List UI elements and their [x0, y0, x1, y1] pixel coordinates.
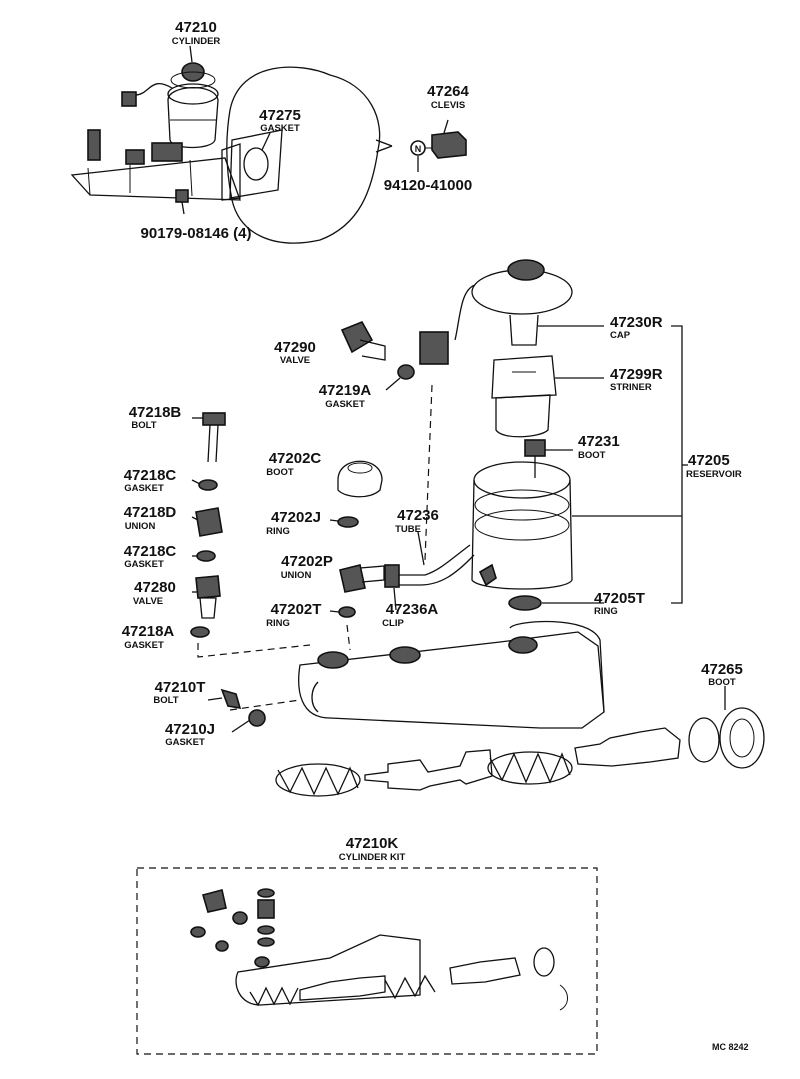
label-47236A: 47236A CLIP [382, 601, 438, 629]
part-number: 47210J [165, 721, 215, 738]
n-marker: N [415, 144, 422, 154]
part-labels: 47210 CYLINDER 47275 GASKET 47264 CLEVIS… [122, 19, 743, 863]
part-number: 47299R [610, 366, 663, 383]
label-47230R: 47230R CAP [610, 314, 663, 341]
label-47231: 47231 BOOT [578, 433, 620, 461]
part-number: 47290 [274, 339, 316, 356]
part-desc: RING [266, 526, 290, 537]
part-number: 47280 [134, 579, 176, 596]
part-desc: RING [594, 606, 618, 617]
part-number: 47205T [594, 590, 645, 607]
label-47236: 47236 TUBE [395, 507, 439, 535]
label-47210J: 47210J GASKET [165, 721, 215, 748]
part-number: 90179-08146 (4) [141, 225, 252, 242]
part-number: 47202C [269, 450, 322, 467]
footer-code: MC 8242 [712, 1042, 749, 1052]
left-parts-illustration [190, 412, 266, 727]
part-desc: GASKET [124, 559, 164, 570]
part-number: 47265 [701, 661, 743, 678]
top-assembly-illustration: N [70, 62, 467, 244]
label-47218C-1: 47218C GASKET [124, 467, 177, 494]
part-desc: VALVE [280, 355, 310, 366]
part-desc: CYLINDER [172, 36, 221, 47]
label-47265: 47265 BOOT [701, 661, 743, 688]
part-desc: CAP [610, 330, 631, 341]
part-number: 47202P [281, 553, 333, 570]
part-number: 47218C [124, 467, 177, 484]
part-desc: RING [266, 618, 290, 629]
springs [275, 751, 573, 797]
part-desc: UNION [125, 521, 156, 532]
part-desc: TUBE [395, 524, 421, 535]
part-desc: GASKET [124, 640, 164, 651]
label-47275: 47275 GASKET [259, 107, 301, 134]
reservoir-illustration [337, 259, 573, 618]
label-94120-41000: 94120-41000 [384, 177, 472, 194]
part-number: 47236 [397, 507, 439, 524]
part-desc: GASKET [165, 737, 205, 748]
part-number: 47210T [155, 679, 206, 696]
label-47290: 47290 VALVE [274, 339, 316, 366]
part-number: 47202T [271, 601, 322, 618]
part-desc: BOLT [131, 420, 156, 431]
assembly-dashes [197, 384, 433, 711]
part-number: 47205 [688, 452, 730, 469]
part-number: 47210 [175, 19, 217, 36]
part-desc: RESERVOIR [686, 469, 742, 480]
label-47210: 47210 CYLINDER [172, 19, 221, 47]
part-number: 47218B [129, 404, 182, 421]
part-desc: BOOT [708, 677, 736, 688]
label-47280: 47280 VALVE [133, 579, 176, 607]
part-number: 94120-41000 [384, 177, 472, 194]
label-47205T: 47205T RING [594, 590, 645, 617]
label-90179-08146: 90179-08146 (4) [141, 225, 252, 242]
part-number: 47231 [578, 433, 620, 450]
part-desc: GASKET [124, 483, 164, 494]
part-number: 47218A [122, 623, 175, 640]
label-47264: 47264 CLEVIS [427, 83, 469, 111]
part-number: 47275 [259, 107, 301, 124]
label-47218C-2: 47218C GASKET [124, 543, 177, 570]
label-47202T: 47202T RING [266, 601, 321, 629]
label-47210K: 47210K CYLINDER KIT [339, 835, 406, 863]
part-desc: CYLINDER KIT [339, 852, 406, 863]
part-desc: GASKET [325, 399, 365, 410]
part-desc: BOOT [266, 467, 294, 478]
part-number: 47218C [124, 543, 177, 560]
part-desc: BOOT [578, 450, 606, 461]
part-desc: GASKET [260, 123, 300, 134]
part-desc: VALVE [133, 596, 163, 607]
label-47218B: 47218B BOLT [129, 404, 182, 431]
label-47218D: 47218D UNION [124, 504, 177, 532]
part-number: 47202J [271, 509, 321, 526]
label-47218A: 47218A GASKET [122, 623, 175, 651]
part-desc: CLIP [382, 618, 404, 629]
label-47219A: 47219A GASKET [319, 382, 372, 410]
part-desc: BOLT [153, 695, 178, 706]
part-number: 47236A [386, 601, 439, 618]
label-47202J: 47202J RING [266, 509, 321, 537]
label-47202P: 47202P UNION [281, 553, 333, 581]
cylinder-kit-illustration [136, 867, 598, 1055]
part-desc: UNION [281, 570, 312, 581]
label-47299R: 47299R STRINER [610, 366, 663, 393]
part-number: 47210K [346, 835, 399, 852]
label-47205: 47205 RESERVOIR [686, 452, 742, 480]
part-desc: STRINER [610, 382, 652, 393]
leader-lines [181, 45, 726, 733]
part-number: 47230R [610, 314, 663, 331]
part-desc: CLEVIS [431, 100, 465, 111]
part-number: 47264 [427, 83, 469, 100]
part-number: 47219A [319, 382, 372, 399]
main-cylinder-illustration [275, 620, 765, 797]
label-47210T: 47210T BOLT [153, 679, 205, 706]
part-number: 47218D [124, 504, 177, 521]
label-47202C: 47202C BOOT [266, 450, 321, 478]
